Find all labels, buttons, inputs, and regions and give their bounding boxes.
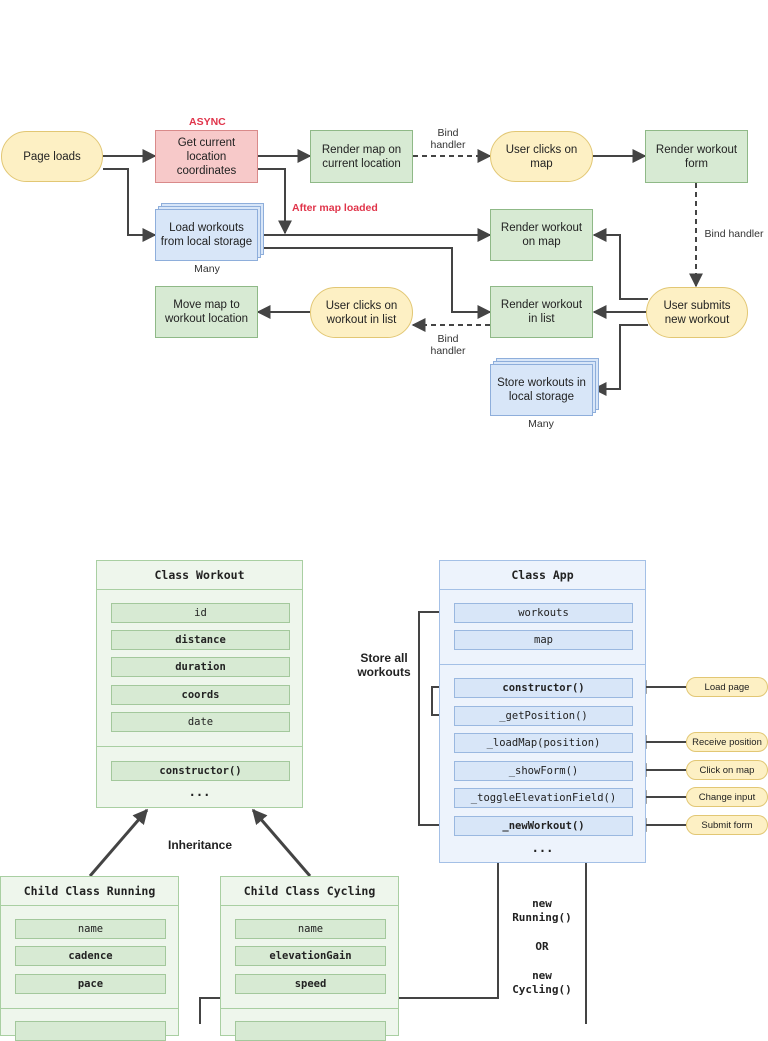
node-render-on-map: Render workout on map (490, 209, 593, 261)
workout-more-dots: ... (188, 785, 211, 799)
node-user-submits: User submits new workout (646, 287, 748, 338)
app-method-constructor: constructor() (454, 678, 633, 698)
arrow-load-render-in-list (262, 247, 492, 319)
async-label: ASYNC (189, 116, 226, 128)
arrow-submit-render-on-map (592, 228, 648, 300)
node-page-loads: Page loads (1, 131, 103, 182)
class-app: Class App workouts map constructor() _ge… (439, 560, 646, 863)
bind-handler-label-1: Bind handler (430, 127, 466, 151)
node-user-clicks-list: User clicks on workout in list (310, 287, 413, 338)
running-field-pace: pace (15, 974, 166, 994)
cycling-method-partial (235, 1021, 386, 1041)
running-field-cadence: cadence (15, 946, 166, 966)
event-submit-form: Submit form (686, 815, 768, 835)
arrow-pageloads-loadworkouts (103, 168, 157, 242)
or-label: OR (535, 940, 549, 953)
app-method-showform: _showForm() (454, 761, 633, 781)
arrow-cycling-inheritance (251, 808, 312, 877)
app-field-map: map (454, 630, 633, 650)
node-store-workouts: Store workouts in local storage (490, 364, 593, 416)
class-app-title: Class App (511, 568, 574, 582)
node-user-clicks-map: User clicks on map (490, 131, 593, 182)
running-method-partial (15, 1021, 166, 1041)
node-load-workouts: Load workouts from local storage (155, 209, 258, 261)
class-cycling-title: Child Class Cycling (243, 884, 376, 898)
app-more-dots: ... (531, 841, 554, 855)
class-running: Child Class Running name cadence pace (0, 876, 179, 1041)
workout-field-id: id (111, 603, 290, 623)
many-label-1: Many (194, 263, 220, 275)
cycling-field-name: name (235, 919, 386, 939)
store-all-workouts-label: Store all workouts (357, 651, 411, 679)
many-label-2: Many (528, 418, 554, 430)
event-click-on-map: Click on map (686, 760, 768, 780)
class-running-title: Child Class Running (23, 884, 156, 898)
after-map-loaded-label: After map loaded (292, 202, 378, 214)
workout-field-duration: duration (111, 657, 290, 677)
node-render-map: Render map on current location (310, 130, 413, 183)
workout-field-coords: coords (111, 685, 290, 705)
arrow-running-inheritance (88, 808, 149, 877)
workout-field-distance: distance (111, 630, 290, 650)
node-render-form: Render workout form (645, 130, 748, 183)
node-get-location: Get current location coordinates (155, 130, 258, 183)
bind-handler-label-2: Bind handler (704, 228, 764, 240)
app-method-loadmap: _loadMap(position) (454, 733, 633, 753)
arrow-afterload (258, 168, 292, 235)
inheritance-label: Inheritance (167, 838, 233, 852)
event-load-page: Load page (686, 677, 768, 697)
bind-handler-label-3: Bind handler (430, 333, 466, 357)
running-field-name: name (15, 919, 166, 939)
node-move-map: Move map to workout location (155, 286, 258, 338)
workout-field-date: date (111, 712, 290, 732)
class-cycling: Child Class Cycling name elevationGain s… (220, 876, 399, 1041)
arrow-submit-store (592, 324, 648, 396)
cycling-field-elevationgain: elevationGain (235, 946, 386, 966)
event-receive-position: Receive position (686, 732, 768, 752)
class-workout: Class Workout id distance duration coord… (96, 560, 303, 808)
new-running-label: new Running() (512, 897, 572, 924)
node-render-in-list: Render workout in list (490, 286, 593, 338)
class-workout-title: Class Workout (154, 568, 245, 582)
app-method-getposition: _getPosition() (454, 706, 633, 726)
cycling-field-speed: speed (235, 974, 386, 994)
event-change-input: Change input (686, 787, 768, 807)
app-method-toggleelevation: _toggleElevationField() (454, 788, 633, 808)
app-field-workouts: workouts (454, 603, 633, 623)
new-cycling-label: new Cycling() (512, 969, 572, 996)
app-method-newworkout: _newWorkout() (454, 816, 633, 836)
workout-method-constructor: constructor() (111, 761, 290, 781)
arrow-store-workouts (418, 605, 455, 826)
